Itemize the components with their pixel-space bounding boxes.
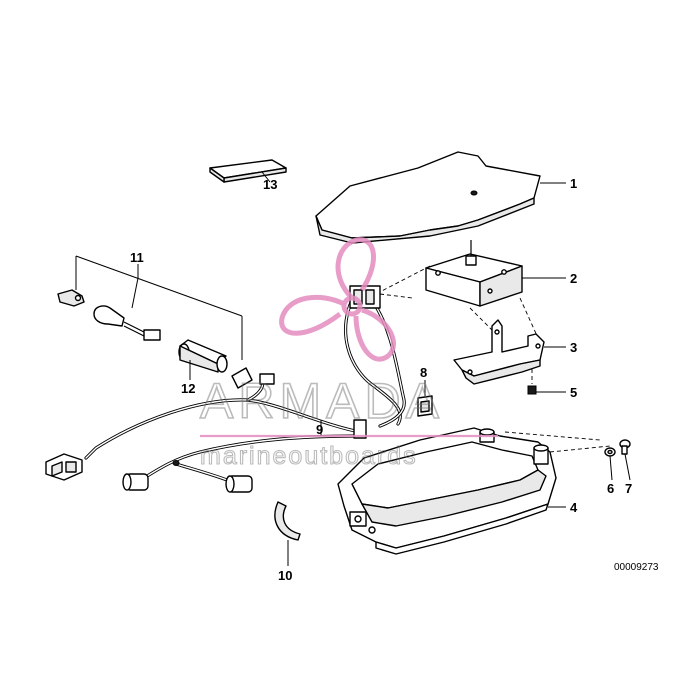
propeller-logo: [279, 237, 396, 362]
part-9-harness[interactable]: [45, 285, 406, 493]
propeller-hub: [341, 295, 363, 317]
callout-3[interactable]: 3: [570, 340, 577, 355]
part-8-clip[interactable]: [417, 395, 433, 417]
propeller-blade-left: [279, 294, 346, 336]
part-5-screw[interactable]: [527, 385, 537, 395]
callout-2[interactable]: 2: [570, 271, 577, 286]
callout-4[interactable]: 4: [570, 500, 578, 515]
group-11-leaders: [75, 255, 243, 360]
callout-6[interactable]: 6: [607, 481, 614, 496]
callout-7[interactable]: 7: [625, 481, 632, 496]
part-11-switch[interactable]: [57, 289, 253, 389]
diagram-reference-number: 00009273: [614, 562, 659, 573]
part-13-plate[interactable]: [209, 159, 287, 183]
watermark: ARMADA marineoutboards: [199, 237, 498, 471]
watermark-brand: ARMADA: [200, 373, 444, 429]
callout-11[interactable]: 11: [130, 250, 144, 265]
part-2-control-unit[interactable]: [425, 240, 523, 307]
callout-12[interactable]: 12: [181, 381, 195, 396]
callout-8[interactable]: 8: [420, 365, 427, 380]
callout-5[interactable]: 5: [570, 385, 577, 400]
part-4-housing[interactable]: [337, 427, 557, 555]
propeller-blade-top: [335, 237, 376, 300]
callouts: 1 2 3 4 5 6 7 8 9 10 11 12 13: [130, 176, 632, 583]
assembly-lines: [371, 265, 611, 453]
part-1-cover[interactable]: [315, 151, 541, 244]
part-6-washer[interactable]: [604, 447, 616, 457]
watermark-tagline: marineoutboards: [200, 442, 418, 470]
part-12-sleeve[interactable]: [178, 339, 228, 373]
leader-lines: [189, 171, 631, 566]
part-7-screw[interactable]: [619, 439, 631, 455]
part-10-clamp[interactable]: [274, 501, 301, 541]
callout-10[interactable]: 10: [278, 568, 292, 583]
callout-9[interactable]: 9: [316, 422, 323, 437]
callout-13[interactable]: 13: [263, 177, 277, 192]
callout-1[interactable]: 1: [570, 176, 577, 191]
propeller-blade-right: [353, 307, 396, 362]
part-3-bracket[interactable]: [453, 319, 545, 385]
